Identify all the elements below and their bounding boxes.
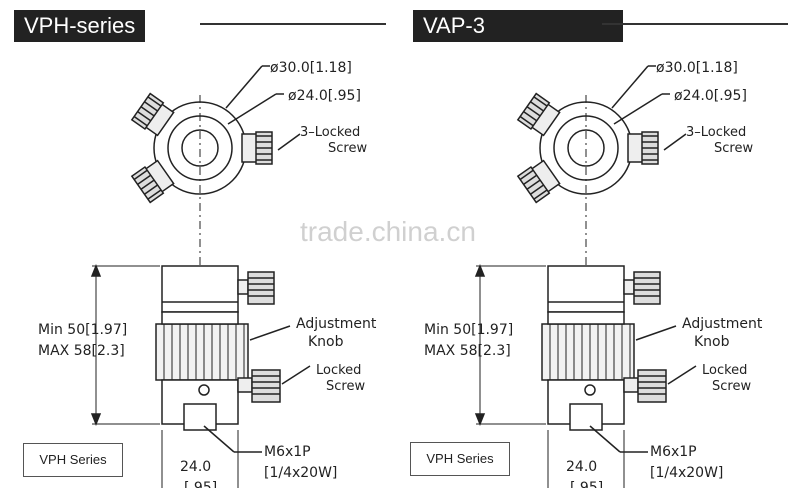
thread-label-1: M6x1P <box>264 444 311 460</box>
technical-drawing: ø30.0[1.18] ø24.0[.95] 3–Locked Screw Mi… <box>424 60 763 488</box>
panel-vph-series: VPH-series <box>14 10 386 488</box>
series-box: VPH Series <box>410 442 510 476</box>
upper-body <box>161 265 239 313</box>
leader-screw <box>277 133 301 151</box>
max-label: MAX 58[2.3] <box>424 343 511 359</box>
width-label-1: 24.0 <box>566 459 597 475</box>
thread-label-2: [1/4x20W] <box>650 465 723 481</box>
dia-outer-label: ø30.0[1.18] <box>656 60 738 76</box>
screw-label-1: 3–Locked <box>300 125 360 140</box>
locked-label-1: Locked <box>316 363 361 378</box>
locked-label-2: Screw <box>712 379 751 394</box>
dia-inner-label: ø24.0[.95] <box>674 88 747 104</box>
header-rule <box>602 23 788 25</box>
technical-drawing: ø30.0[1.18] ø24.0[.95] 3–Locked Screw Mi… <box>38 60 377 488</box>
locked-label-2: Screw <box>326 379 365 394</box>
leader-outer <box>225 65 263 109</box>
max-label: MAX 58[2.3] <box>38 343 125 359</box>
dia-inner-label: ø24.0[.95] <box>288 88 361 104</box>
thread-label-1: M6x1P <box>650 444 697 460</box>
header-rule <box>200 23 386 25</box>
min-label: Min 50[1.97] <box>424 322 513 338</box>
thread-stud <box>183 403 217 431</box>
bore <box>181 129 219 167</box>
locked-label-1: Locked <box>702 363 747 378</box>
screw-label-1: 3–Locked <box>686 125 746 140</box>
leader-locked <box>281 365 311 385</box>
dia-outer-label: ø30.0[1.18] <box>270 60 352 76</box>
screw-label-2: Screw <box>328 141 367 156</box>
adjustment-knob <box>155 323 249 381</box>
adjust-label-2: Knob <box>308 334 344 350</box>
side-screw-lower <box>251 369 281 403</box>
screw-label-2: Screw <box>714 141 753 156</box>
panel-title: VAP-3 <box>413 10 623 42</box>
width-label-2: [.95] <box>570 480 603 488</box>
width-label-2: [.95] <box>184 480 217 488</box>
thread-label-2: [1/4x20W] <box>264 465 337 481</box>
side-screw-upper <box>247 271 275 305</box>
watermark: trade.china.cn <box>300 216 476 247</box>
series-box: VPH Series <box>23 443 123 477</box>
adjust-label-2: Knob <box>694 334 730 350</box>
leader-thread <box>203 425 235 453</box>
adjust-label-1: Adjustment <box>296 316 377 332</box>
leader-inner <box>227 93 277 125</box>
panel-title: VPH-series <box>14 10 146 42</box>
leader-adjust <box>249 325 291 341</box>
adjust-label-1: Adjustment <box>682 316 763 332</box>
width-label-1: 24.0 <box>180 459 211 475</box>
panel-vap-3: VAP-3 <box>388 0 788 488</box>
min-label: Min 50[1.97] <box>38 322 127 338</box>
